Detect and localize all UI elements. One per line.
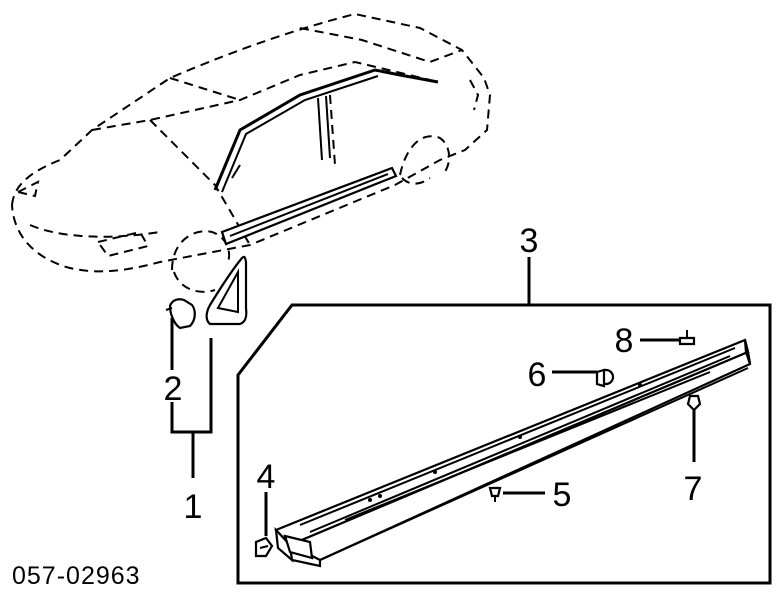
fastener-8-bolt [640, 330, 696, 346]
mud-guard-part [205, 255, 248, 326]
leader-1-2 [170, 318, 213, 478]
callout-2: 2 [164, 370, 183, 408]
fastener-6-grommet [552, 368, 615, 388]
callout-8: 8 [615, 322, 634, 360]
callout-1: 1 [184, 488, 203, 526]
car-body-outline [10, 12, 492, 293]
fastener-7-clip [686, 394, 702, 462]
callout-4: 4 [257, 458, 276, 496]
detail-frame [236, 303, 772, 585]
car-side-sill [220, 166, 398, 246]
callout-5: 5 [553, 476, 572, 514]
diagram-code: 057-02963 [12, 562, 141, 590]
callout-6: 6 [528, 356, 547, 394]
car-window-moulding [213, 68, 439, 193]
fastener-5-screw [488, 486, 545, 502]
callout-3: 3 [520, 222, 539, 260]
callout-7: 7 [684, 470, 703, 508]
side-sill-garnish [274, 338, 752, 568]
fastener-4-clip [254, 492, 274, 558]
clip-part [165, 298, 196, 330]
